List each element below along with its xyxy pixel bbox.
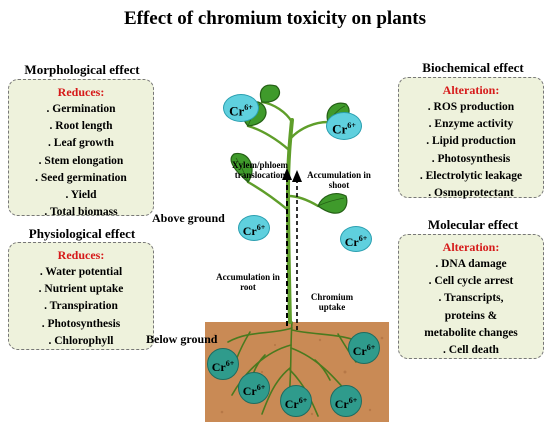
root-label-line2: root	[240, 282, 256, 292]
ion-charge: 6+	[225, 359, 235, 368]
physiological-subheading: Reduces:	[57, 248, 105, 262]
biochemical-subheading: Alteration:	[442, 83, 500, 97]
shoot-label-line1: Accumulation in	[307, 170, 371, 180]
chromium-ion-badge: Cr6+	[340, 226, 372, 252]
list-item: . Cell cycle arrest	[428, 275, 514, 288]
uptake-label-line2: uptake	[318, 302, 346, 312]
list-item: . Germination	[46, 103, 116, 115]
ion-symbol: Cr	[334, 397, 349, 411]
above-ground-label: Above ground	[152, 211, 225, 225]
list-item: . Chlorophyll	[48, 334, 114, 347]
ion-symbol: Cr	[284, 397, 299, 411]
ion-symbol: Cr	[344, 235, 359, 249]
uptake-label-line1: Chromium	[310, 292, 354, 302]
list-item: . Transpiration	[44, 300, 118, 313]
ion-charge: 6+	[244, 103, 253, 112]
physiological-list: . Water potential . Nutrient uptake . Tr…	[9, 264, 153, 350]
ion-charge: 6+	[256, 223, 266, 232]
leaf	[259, 84, 281, 103]
ion-symbol: Cr	[229, 103, 245, 119]
list-item: . Seed germination	[35, 171, 127, 184]
morphological-list: . Germination . Root length . Leaf growt…	[9, 101, 153, 221]
chromium-ion-badge: Cr6+	[326, 112, 362, 140]
list-item: . Water potential	[39, 266, 123, 278]
physiological-title: Physiological effect	[28, 226, 136, 241]
below-ground-label: Below ground	[146, 332, 218, 346]
molecular-list: . DNA damage . Cell cycle arrest . Trans…	[399, 256, 543, 359]
chromium-ion-badge: Cr6+	[207, 348, 239, 380]
chromium-ion-badge: Cr6+	[330, 385, 362, 417]
ion-charge: 6+	[348, 396, 358, 405]
list-item: . Root length	[49, 120, 113, 133]
root-accumulation-label: Accumulation in root	[210, 272, 286, 292]
chromium-ion-badge: Cr6+	[238, 215, 270, 241]
ion-charge: 6+	[347, 121, 356, 130]
list-item: . Nutrient uptake	[38, 283, 124, 296]
shoot-arrow-head	[282, 168, 292, 180]
ion-symbol: Cr	[242, 224, 257, 238]
ion-charge: 6+	[366, 343, 376, 352]
list-item: . Leaf growth	[48, 137, 114, 150]
ion-symbol: Cr	[352, 344, 367, 358]
page-title: Effect of chromium toxicity on plants	[123, 8, 427, 29]
list-item: proteins &	[444, 309, 498, 322]
xylem-label-line1: Xylem/phloem	[232, 160, 288, 170]
list-item: . Lipid production	[426, 135, 516, 148]
morphological-box: Reduces: . Germination . Root length . L…	[8, 79, 154, 218]
ion-symbol: Cr	[332, 121, 348, 137]
chromium-uptake-label: Chromium uptake	[304, 292, 360, 312]
ion-charge: 6+	[298, 396, 308, 405]
list-item: . Yield	[65, 189, 97, 202]
biochemical-list: . ROS production . Enzyme activity . Lip…	[399, 99, 543, 202]
list-item: . Enzyme activity	[428, 118, 514, 131]
list-item: . Total biomass	[44, 206, 118, 219]
list-item: . ROS production	[427, 101, 515, 113]
molecular-subheading: Alteration:	[442, 240, 500, 254]
list-item: metabolite changes	[424, 326, 518, 339]
biochemical-box: Alteration: . ROS production . Enzyme ac…	[398, 77, 544, 199]
list-item: . DNA damage	[435, 258, 507, 270]
molecular-box: Alteration: . DNA damage . Cell cycle ar…	[398, 234, 544, 359]
list-item: . Cell death	[443, 344, 499, 357]
chromium-ion-badge: Cr6+	[238, 372, 270, 404]
shoot-accumulation-label: Accumulation in shoot	[302, 170, 376, 190]
molecular-title: Molecular effect	[427, 217, 519, 232]
chromium-ion-badge: Cr6+	[280, 385, 312, 417]
ion-symbol: Cr	[211, 360, 226, 374]
morphological-subheading: Reduces:	[57, 85, 105, 99]
ion-charge: 6+	[256, 383, 266, 392]
list-item: . Photosynthesis	[41, 317, 121, 330]
morphological-title: Morphological effect	[24, 62, 140, 77]
physiological-box: Reduces: . Water potential . Nutrient up…	[8, 242, 154, 350]
chromium-ion-badge: Cr6+	[223, 94, 259, 122]
list-item: . Osmoprotectant	[428, 187, 514, 200]
ion-charge: 6+	[358, 234, 368, 243]
list-item: . Stem elongation	[38, 154, 124, 167]
root-label-line1: Accumulation in	[216, 272, 280, 282]
ion-symbol: Cr	[242, 384, 257, 398]
leaf	[317, 193, 348, 214]
list-item: . Electrolytic leakage	[419, 169, 523, 182]
xylem-label-line2: translocation	[234, 170, 286, 180]
list-item: . Transcripts,	[438, 292, 504, 305]
xylem-label: Xylem/phloem translocation	[226, 160, 294, 180]
uptake-arrow-head	[292, 170, 302, 182]
chromium-ion-badge: Cr6+	[348, 332, 380, 364]
list-item: . Photosynthesis	[431, 152, 511, 165]
shoot-label-line2: shoot	[328, 180, 350, 190]
biochemical-title: Biochemical effect	[422, 60, 524, 75]
